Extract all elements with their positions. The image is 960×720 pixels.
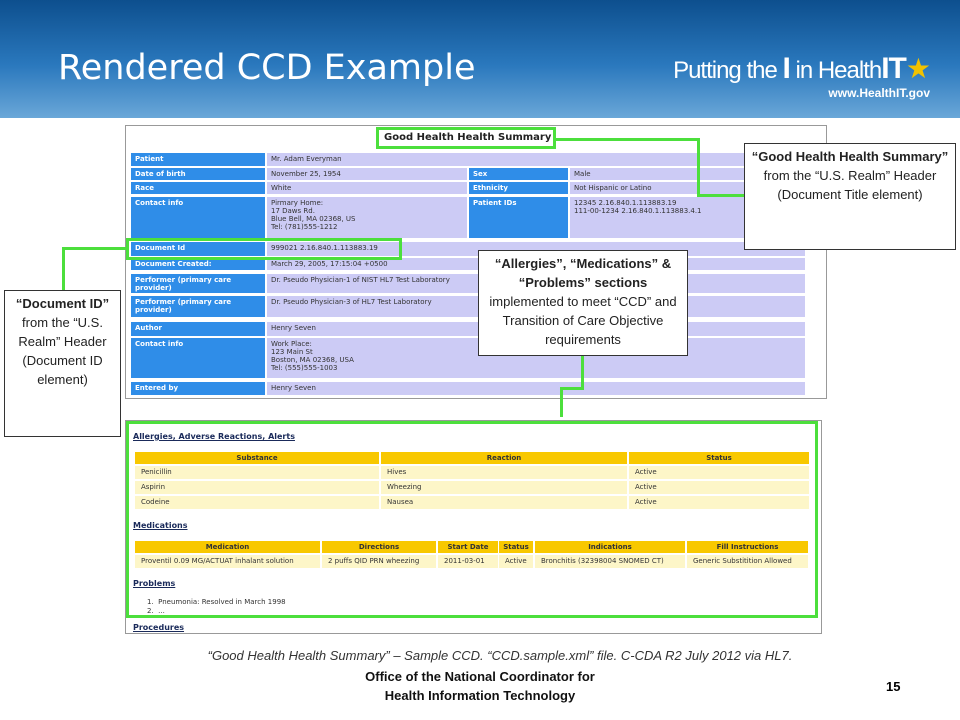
footer-org-line1: Office of the National Coordinator for bbox=[365, 669, 595, 684]
field-label: Document Created: bbox=[131, 258, 265, 270]
footer-org-line2: Health Information Technology bbox=[384, 688, 576, 703]
table-cell: Bronchitis (32398004 SNOMED CT) bbox=[535, 555, 685, 568]
field-label: Contact info bbox=[131, 338, 265, 378]
callout-bold: “Document ID” bbox=[15, 296, 110, 311]
field-label: Contact info bbox=[131, 197, 265, 238]
callout-bold: “Allergies”, “Medications” & “Problems” … bbox=[494, 256, 672, 290]
callout-sections: “Allergies”, “Medications” & “Problems” … bbox=[478, 250, 688, 356]
field-label: Sex bbox=[469, 168, 568, 180]
medications-title: Medications bbox=[133, 521, 188, 530]
column-header: Reaction bbox=[381, 452, 627, 464]
table-cell: Aspirin bbox=[135, 481, 379, 494]
callout-bold: “Good Health Health Summary” bbox=[751, 149, 949, 164]
field-value: Mr. Adam Everyman bbox=[267, 153, 805, 166]
table-cell: Penicillin bbox=[135, 466, 379, 479]
field-value: Henry Seven bbox=[267, 382, 805, 395]
sections-highlight bbox=[126, 421, 818, 618]
field-label: Date of birth bbox=[131, 168, 265, 180]
doc-title: Good Health Health Summary bbox=[384, 132, 552, 143]
connector-line bbox=[556, 138, 699, 141]
column-header: Indications bbox=[535, 541, 685, 553]
table-cell: Nausea bbox=[381, 496, 627, 509]
field-label: Author bbox=[131, 322, 265, 336]
column-header: Medication bbox=[135, 541, 320, 553]
callout-text: from the “U.S. Realm” Header (Document I… bbox=[18, 315, 107, 387]
field-label: Patient IDs bbox=[469, 197, 568, 238]
column-header: Start Date bbox=[438, 541, 498, 553]
column-header: Status bbox=[499, 541, 533, 553]
doc-title-highlight bbox=[376, 127, 556, 149]
field-label: Ethnicity bbox=[469, 182, 568, 194]
table-cell: Codeine bbox=[135, 496, 379, 509]
field-label: Performer (primary care provider) bbox=[131, 274, 265, 293]
connector-line bbox=[697, 138, 700, 196]
field-value: Pirmary Home: 17 Daws Rd. Blue Bell, MA … bbox=[267, 197, 467, 238]
connector-line bbox=[62, 247, 65, 290]
field-value: White bbox=[267, 182, 467, 194]
callout-text: implemented to meet “CCD” and Transition… bbox=[489, 294, 677, 347]
callout-document-id: “Document ID” from the “U.S. Realm” Heade… bbox=[4, 290, 121, 437]
procedures-title: Procedures bbox=[133, 623, 185, 632]
callout-text: from the “U.S. Realm” Header (Document T… bbox=[763, 168, 937, 202]
logo-url: www.HealthIT.gov bbox=[828, 86, 930, 100]
slide-caption: “Good Health Health Summary” – Sample CC… bbox=[207, 648, 793, 663]
slide-header: Rendered CCD Example Putting the I in He… bbox=[0, 0, 960, 118]
problem-item: 1. Pneumonia: Resolved in March 1998 bbox=[147, 598, 286, 606]
table-cell: 2011-03-01 bbox=[438, 555, 498, 568]
page-number: 15 bbox=[886, 679, 901, 694]
connector-line bbox=[62, 247, 126, 250]
connector-line bbox=[697, 194, 744, 197]
field-label: Performer (primary care provider) bbox=[131, 296, 265, 317]
doc-id-highlight bbox=[126, 238, 402, 260]
connector-line bbox=[581, 356, 584, 388]
table-cell: 2 puffs QID PRN wheezing bbox=[322, 555, 436, 568]
column-header: Status bbox=[629, 452, 809, 464]
problems-title: Problems bbox=[133, 579, 176, 588]
connector-line bbox=[560, 387, 584, 390]
table-cell: Proventil 0.09 MG/ACTUAT inhalant soluti… bbox=[135, 555, 320, 568]
table-cell: Generic Substitition Allowed bbox=[687, 555, 808, 568]
column-header: Fill Instructions bbox=[687, 541, 808, 553]
field-label: Patient bbox=[131, 153, 265, 166]
column-header: Substance bbox=[135, 452, 379, 464]
callout-doc-title: “Good Health Health Summary” from the “U.… bbox=[744, 143, 956, 250]
table-cell: Active bbox=[499, 555, 533, 568]
field-label: Race bbox=[131, 182, 265, 194]
slide-title: Rendered CCD Example bbox=[58, 48, 476, 88]
table-cell: Active bbox=[629, 466, 809, 479]
column-header: Directions bbox=[322, 541, 436, 553]
field-label: Document Id bbox=[131, 242, 265, 256]
table-cell: Active bbox=[629, 496, 809, 509]
healthit-logo: Putting the I in HealthIT★ bbox=[673, 52, 931, 85]
star-icon: ★ bbox=[905, 53, 931, 84]
field-value: November 25, 1954 bbox=[267, 168, 467, 180]
field-label: Entered by bbox=[131, 382, 265, 395]
table-cell: Active bbox=[629, 481, 809, 494]
allergies-title: Allergies, Adverse Reactions, Alerts bbox=[133, 432, 295, 441]
table-cell: Wheezing bbox=[381, 481, 627, 494]
problem-item: 2. ... bbox=[147, 607, 165, 615]
connector-line bbox=[560, 387, 563, 417]
table-cell: Hives bbox=[381, 466, 627, 479]
